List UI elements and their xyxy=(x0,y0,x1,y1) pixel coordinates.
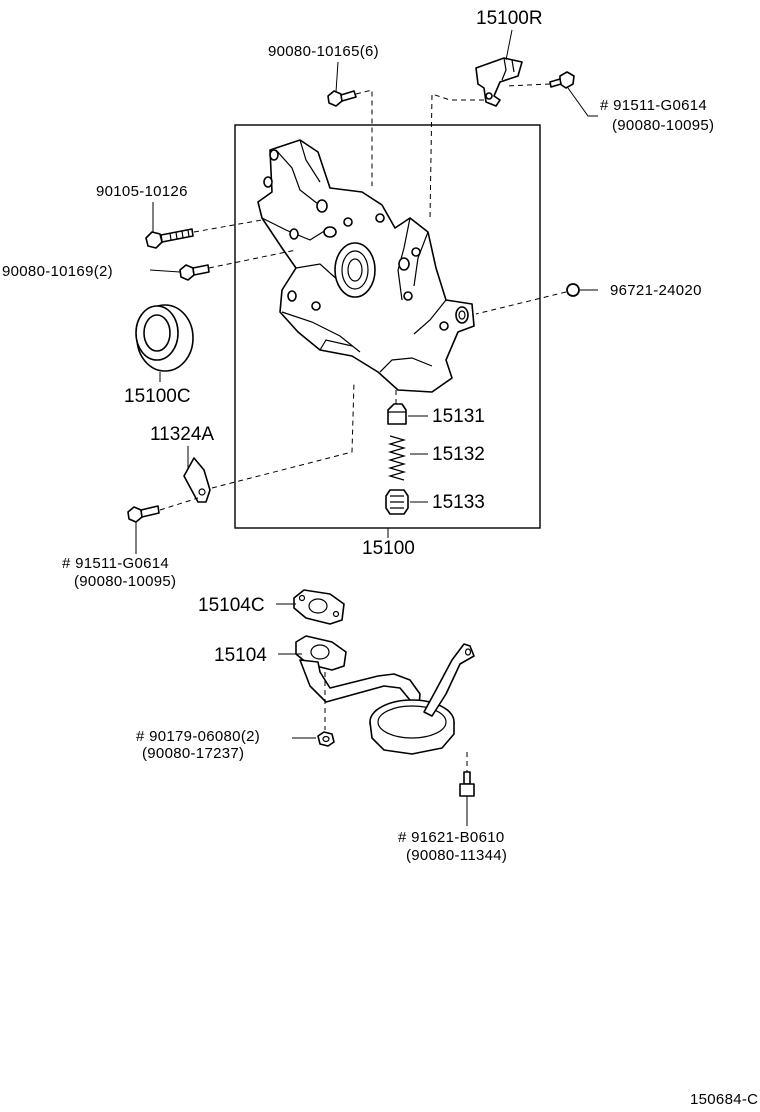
label-15100c: 15100C xyxy=(124,386,191,407)
label-90080-10169: 90080-10169(2) xyxy=(2,263,113,280)
label-90080-11344: (90080-11344) xyxy=(406,847,507,864)
oil-strainer xyxy=(295,635,475,755)
bolt-91511-top xyxy=(549,71,575,89)
diagram-code: 150684-C xyxy=(690,1091,758,1108)
bolt-90105-10126 xyxy=(145,228,194,249)
plate-11324a xyxy=(183,457,211,503)
label-90105-10126: 90105-10126 xyxy=(96,183,188,200)
relief-spring xyxy=(387,435,407,481)
label-90080-10095-top: (90080-10095) xyxy=(612,117,714,134)
label-15104c: 15104C xyxy=(198,595,265,616)
label-90080-17237: (90080-17237) xyxy=(142,745,244,762)
bolt-90080-10169 xyxy=(179,264,210,281)
bolt-91511-bottom xyxy=(127,505,160,523)
label-15133: 15133 xyxy=(432,492,485,513)
label-90080-10095-bottom: (90080-10095) xyxy=(74,573,176,590)
label-90080-10165: 90080-10165(6) xyxy=(268,43,379,60)
label-15100: 15100 xyxy=(362,538,415,559)
nut-90179 xyxy=(317,731,335,747)
oil-seal xyxy=(135,304,194,372)
label-15131: 15131 xyxy=(432,406,485,427)
relief-valve xyxy=(387,403,407,425)
label-11324a: 11324A xyxy=(150,424,214,445)
label-15100r: 15100R xyxy=(476,8,543,29)
crank-sensor xyxy=(475,57,523,107)
bolt-90080-10165 xyxy=(327,90,357,107)
label-90179-06080: # 90179-06080(2) xyxy=(136,728,260,745)
label-91621-b0610: # 91621-B0610 xyxy=(398,829,505,846)
bolt-91621 xyxy=(459,771,475,797)
label-91511-top: # 91511-G0614 xyxy=(600,97,707,114)
label-15132: 15132 xyxy=(432,444,485,465)
gasket-15104c xyxy=(293,589,345,625)
label-96721-24020: 96721-24020 xyxy=(610,282,702,299)
label-91511-bottom: # 91511-G0614 xyxy=(62,555,169,572)
oil-pump-body xyxy=(257,139,475,393)
relief-plug xyxy=(385,489,409,515)
o-ring xyxy=(566,283,580,297)
label-15104: 15104 xyxy=(214,645,267,666)
